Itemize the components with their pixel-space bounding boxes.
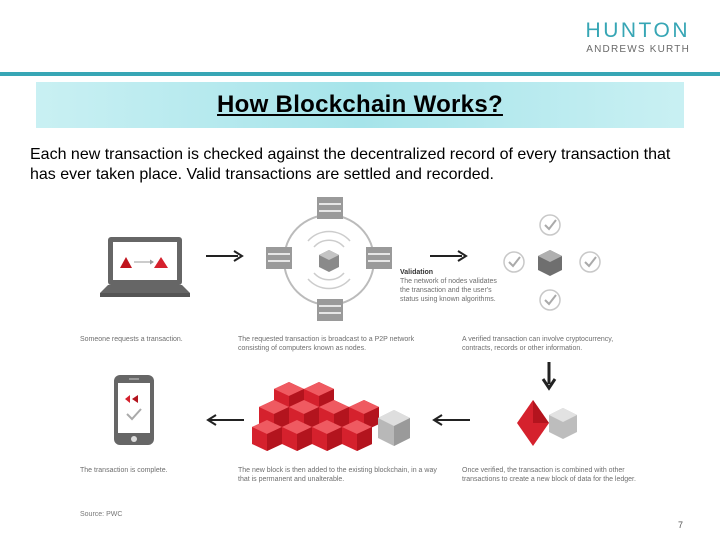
arrow-right-icon [206,250,244,262]
arrow-left-icon [432,414,470,426]
arrow-left-icon [206,414,244,426]
logo-subname: ANDREWS KURTH [586,44,690,55]
caption-broadcast: The requested transaction is broadcast t… [238,336,415,352]
blockchain-cubes-icon [252,382,410,451]
caption-complete: The transaction is complete. [80,467,168,474]
validation-text: The network of nodes validates the trans… [400,278,497,303]
new-block-icon [517,400,577,446]
caption-verified: A verified transaction can involve crypt… [462,336,614,352]
header-rule [0,72,720,76]
firm-logo: HUNTON ANDREWS KURTH [585,19,690,56]
phone-icon [114,375,154,445]
laptop-icon [100,237,190,297]
page-number: 7 [677,520,683,530]
caption-validation: Validation The network of nodes validate… [400,268,505,304]
title-band: How Blockchain Works? [36,82,684,128]
intro-text: Each new transaction is checked against … [30,146,671,183]
arrow-down-icon [541,362,557,391]
arrow-right-icon [430,250,468,262]
caption-request: Someone requests a transaction. [80,336,183,343]
slide-title: How Blockchain Works? [217,91,503,118]
caption-added: The new block is then added to the exist… [238,467,437,483]
source-note: Source: PWC [80,511,123,518]
p2p-network-icon [266,197,392,321]
validation-checks-icon [503,214,601,311]
logo-name: HUNTON [585,19,690,42]
caption-combined: Once verified, the transaction is combin… [462,467,636,483]
validation-heading: Validation [400,269,434,276]
